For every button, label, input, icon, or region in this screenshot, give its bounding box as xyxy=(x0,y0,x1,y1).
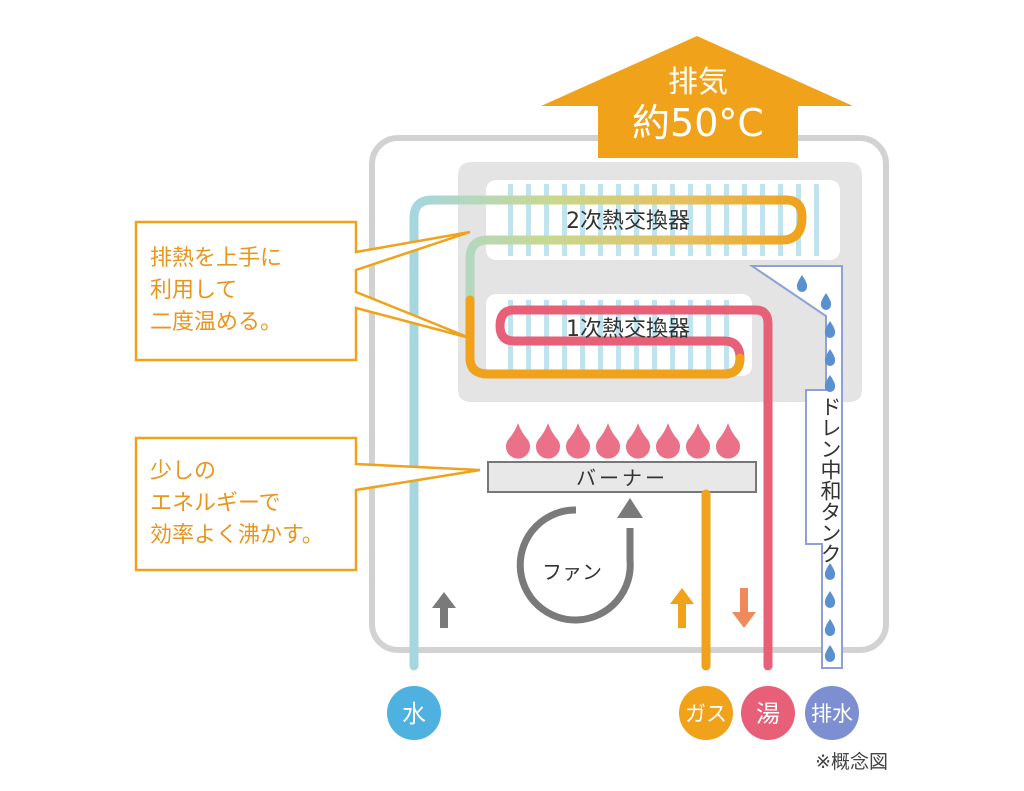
heat-fin xyxy=(670,300,675,372)
water-drop xyxy=(820,293,832,310)
heat-fin xyxy=(598,184,603,256)
heat-fin xyxy=(616,184,621,256)
heat-fin xyxy=(742,184,747,256)
callout-reuse-heat-line-2: 利用して xyxy=(150,278,237,303)
flame xyxy=(596,423,621,459)
drain-port-label: 排水 xyxy=(811,702,853,726)
water-drop xyxy=(824,645,836,662)
secondary-coil-return xyxy=(465,295,745,379)
drain-water-drops xyxy=(796,275,836,662)
heat-fin xyxy=(508,300,513,372)
heat-fin xyxy=(688,300,693,372)
heat-fin xyxy=(814,184,819,256)
secondary-exchanger-label: 2次熱交換器 xyxy=(566,209,690,234)
exhaust-label: 排気 xyxy=(668,65,728,100)
water-drop xyxy=(796,275,808,292)
water-drop xyxy=(824,375,836,392)
heat-fin xyxy=(778,184,783,256)
burner xyxy=(487,461,757,493)
heat-fin xyxy=(724,184,729,256)
fan-arrow-head xyxy=(617,498,643,518)
water-drop xyxy=(824,563,836,580)
water-drop xyxy=(824,619,836,636)
flame xyxy=(656,423,681,459)
callout-reuse-heat-line-3: 二度温める。 xyxy=(150,310,282,335)
callout-reuse-heat xyxy=(134,220,471,362)
heat-fin xyxy=(544,184,549,256)
flame xyxy=(506,423,531,459)
water-drop xyxy=(824,321,836,338)
heat-fin xyxy=(508,184,513,256)
water-drop xyxy=(824,591,836,608)
air-intake-arrow xyxy=(432,592,456,628)
secondary-exchanger-fins xyxy=(508,184,819,256)
heat-fin xyxy=(526,300,531,372)
fan-rotation-arrow xyxy=(516,506,634,624)
flame xyxy=(715,423,741,459)
water-drop xyxy=(824,349,836,366)
heat-fin xyxy=(706,184,711,256)
heat-fin xyxy=(652,184,657,256)
gas-port-label: ガス xyxy=(685,702,727,726)
heat-fin xyxy=(634,184,639,256)
flame xyxy=(626,423,650,459)
heat-fin xyxy=(688,184,693,256)
gas-in-arrow xyxy=(670,588,694,628)
drain-port-badge xyxy=(805,686,859,740)
heat-fin xyxy=(526,184,531,256)
heat-fin xyxy=(724,300,729,372)
callout-efficient-line-2: エネルギーで xyxy=(150,491,281,516)
flame xyxy=(536,423,561,459)
water-port-label: 水 xyxy=(402,700,426,728)
exhaust-temperature: 約50°C xyxy=(632,101,764,145)
heat-fin xyxy=(562,184,567,256)
flame xyxy=(566,423,591,459)
callout-efficient-line-1: 少しの xyxy=(150,459,216,484)
heat-fin xyxy=(562,300,567,372)
conceptual-diagram-note: ※概念図 xyxy=(815,750,888,773)
burner-label: バーナー xyxy=(576,466,668,490)
heat-fin xyxy=(706,300,711,372)
heat-fin xyxy=(670,184,675,256)
callout-reuse-heat-line-1: 排熱を上手に xyxy=(150,246,282,271)
hot-water-port-label: 湯 xyxy=(756,700,780,728)
burner-flames xyxy=(506,423,741,459)
exhaust-arrow xyxy=(541,36,853,158)
primary-exchanger-fins xyxy=(508,300,729,372)
callout-efficient-line-3: 効率よく沸かす。 xyxy=(150,523,324,548)
primary-exchanger-label: 1次熱交換器 xyxy=(566,317,690,342)
heat-fin xyxy=(616,300,621,372)
flame xyxy=(685,423,711,459)
heat-fin xyxy=(580,184,585,256)
callout-efficient-heating xyxy=(134,436,481,572)
water-port-badge xyxy=(387,686,441,740)
heat-fin xyxy=(652,300,657,372)
heat-fin xyxy=(598,300,603,372)
gas-port-badge xyxy=(679,686,733,740)
fan-label: ファン xyxy=(542,560,602,584)
heat-fin xyxy=(580,300,585,372)
hot-water-port-badge xyxy=(741,686,795,740)
drain-tank-label: ドレン中和タンク xyxy=(818,396,842,564)
hot-water-out-arrow xyxy=(732,588,756,628)
heat-fin xyxy=(634,300,639,372)
heat-fin xyxy=(760,184,765,256)
heat-fin xyxy=(544,300,549,372)
